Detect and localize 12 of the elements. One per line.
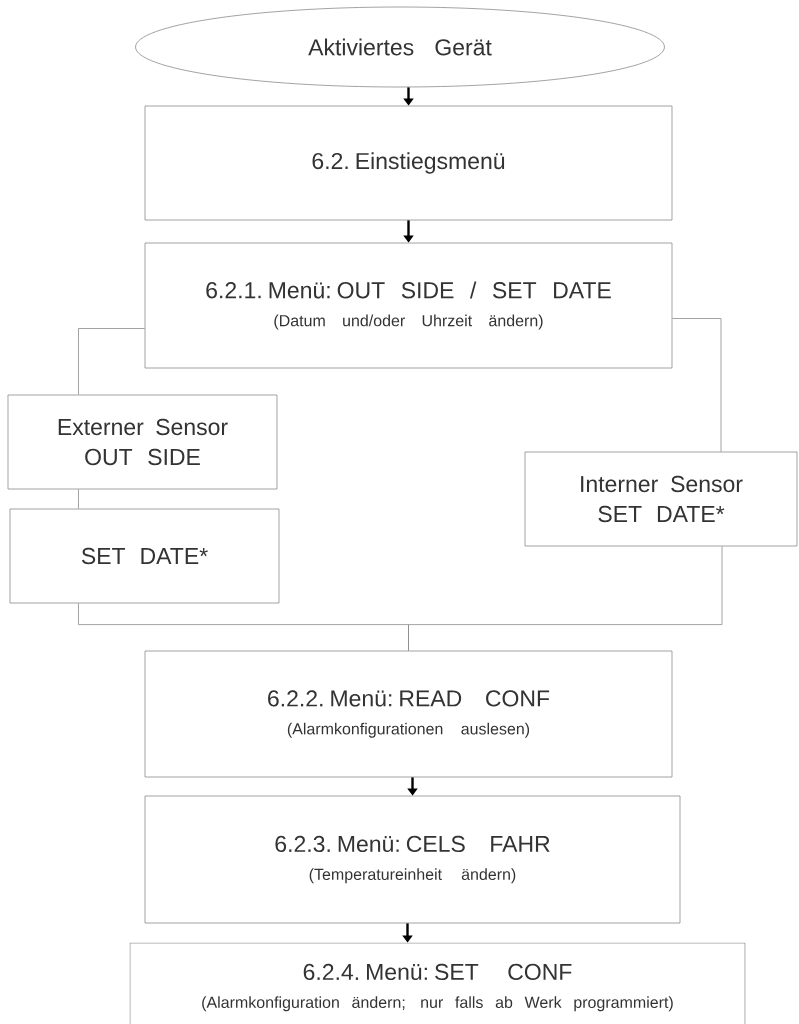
connector-line: [408, 546, 723, 651]
process-box: Externer Sensor OUT SIDE: [7, 394, 278, 490]
connector-line: [672, 318, 722, 452]
connector-line: [78, 489, 79, 509]
process-box: 6.2.3. Menü: CELS FAHR (Temperatureinheit ändern): [144, 795, 681, 924]
process-box: SET DATE*: [9, 508, 280, 604]
process-box: 6.2.4. Menü: SET CONF (Alarmkonfiguration ändern; nur falls ab Werk programmiert): [129, 942, 746, 1024]
connector-line: [78, 328, 145, 395]
process-box: Interner Sensor SET DATE*: [524, 451, 798, 547]
process-box: 6.2.2. Menü: READ CONF (Alarmkonfigurationen auslesen): [144, 650, 673, 778]
process-box: 6.2.1. Menü: OUT SIDE / SET DATE (Datum und/oder Uhrzeit ändern): [144, 242, 673, 369]
process-box: 6.2. Einstiegsmenü: [144, 105, 673, 221]
